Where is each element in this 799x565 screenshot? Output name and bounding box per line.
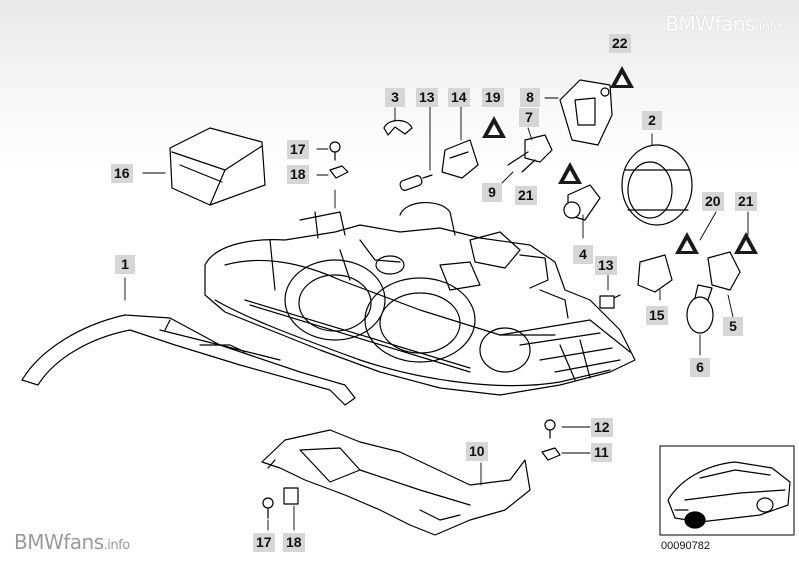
headlight-assembly bbox=[204, 201, 636, 396]
callout-7: 7 bbox=[519, 108, 539, 127]
clip-part-3 bbox=[383, 119, 413, 136]
leader-lines bbox=[124, 97, 749, 531]
bracket-part-10 bbox=[261, 429, 531, 536]
callout-13-right: 13 bbox=[595, 256, 617, 275]
cap-part-2 bbox=[621, 144, 693, 226]
holder-part-8 bbox=[559, 79, 613, 146]
diagram-number: 00090782 bbox=[661, 540, 710, 552]
nut-part-18-top bbox=[329, 165, 349, 179]
callout-20: 20 bbox=[702, 192, 724, 211]
bulb-part-6 bbox=[686, 284, 714, 334]
bulb-part-13-top bbox=[399, 174, 433, 191]
callout-1: 1 bbox=[115, 255, 135, 274]
nut-part-18-bottom bbox=[283, 487, 299, 505]
connector-part-7 bbox=[507, 134, 553, 173]
car-location-inset bbox=[659, 445, 795, 536]
callout-16: 16 bbox=[111, 164, 133, 183]
callout-15: 15 bbox=[646, 306, 668, 325]
callout-3: 3 bbox=[385, 88, 405, 107]
screw-part-12 bbox=[544, 419, 556, 439]
callout-12: 12 bbox=[591, 418, 613, 437]
callout-21-right: 21 bbox=[735, 192, 757, 211]
callout-14: 14 bbox=[448, 88, 470, 107]
callout-8: 8 bbox=[520, 88, 540, 107]
watermark-top: BMWfans.info bbox=[665, 12, 781, 36]
socket-part-5 bbox=[707, 251, 741, 291]
screw-part-17-top bbox=[329, 141, 341, 161]
callout-10: 10 bbox=[466, 442, 488, 461]
callout-5: 5 bbox=[723, 317, 743, 336]
lamp-part-4 bbox=[563, 184, 601, 221]
callout-19: 19 bbox=[482, 88, 504, 107]
callout-11: 11 bbox=[591, 443, 612, 462]
socket-part-14 bbox=[441, 139, 479, 179]
callout-17-top: 17 bbox=[287, 140, 309, 159]
callout-9: 9 bbox=[482, 183, 502, 202]
trim-strip-part-1 bbox=[21, 314, 356, 406]
callout-6: 6 bbox=[690, 358, 710, 377]
callout-18-top: 18 bbox=[287, 165, 309, 184]
callout-13-top: 13 bbox=[416, 88, 438, 107]
callout-4: 4 bbox=[573, 245, 593, 264]
screw-part-17-bottom bbox=[262, 497, 274, 519]
callout-22: 22 bbox=[609, 34, 631, 53]
watermark-bottom: BMWfans.info bbox=[14, 530, 130, 554]
callout-17-bottom: 17 bbox=[253, 533, 275, 552]
callout-21-top: 21 bbox=[515, 186, 537, 205]
cover-part-16 bbox=[169, 127, 266, 206]
nut-part-11 bbox=[541, 447, 561, 461]
callout-18-bottom: 18 bbox=[283, 533, 305, 552]
callout-2: 2 bbox=[642, 111, 662, 130]
socket-part-15 bbox=[599, 254, 673, 309]
